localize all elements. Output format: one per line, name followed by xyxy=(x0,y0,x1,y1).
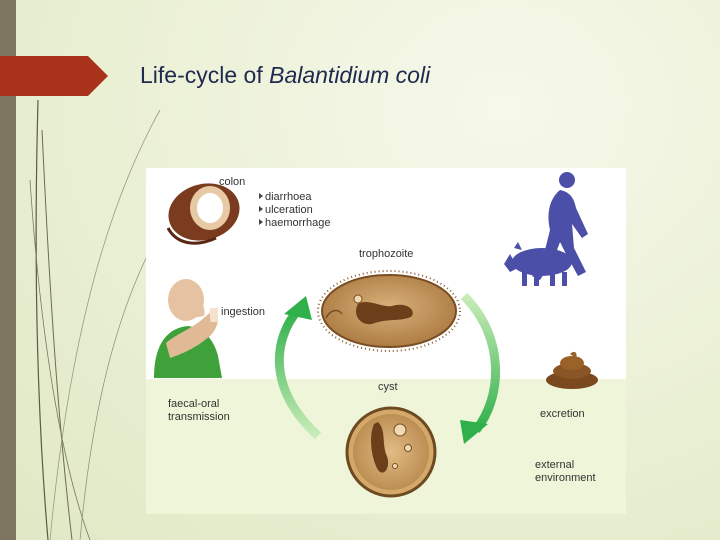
symptom-item: haemorrhage xyxy=(259,217,330,230)
human-ingestion-icon xyxy=(154,279,222,378)
trophozoite-label: trophozoite xyxy=(359,248,414,260)
external-label: external xyxy=(535,459,575,471)
excretion-cycle-arrow-icon xyxy=(460,292,501,444)
title-arrow-icon xyxy=(0,56,108,96)
symptom-text: haemorrhage xyxy=(265,217,331,229)
trophozoite-icon xyxy=(317,270,461,352)
title-organism: Balantidium coli xyxy=(269,62,431,88)
faeces-icon xyxy=(546,351,598,389)
diagram-graphics xyxy=(154,172,598,498)
symptom-text: diarrhoea xyxy=(265,191,312,203)
bullet-arrow-icon xyxy=(259,219,263,225)
life-cycle-diagram: colon diarrhoea ulceration haemorrhage t… xyxy=(146,168,626,514)
pig-host-silhouette-icon xyxy=(504,242,572,286)
colon-label: colon xyxy=(219,176,246,188)
ingestion-label: ingestion xyxy=(221,306,266,318)
symptom-item: diarrhoea xyxy=(259,191,330,204)
symptom-item: ulceration xyxy=(259,204,330,217)
cyst-icon xyxy=(345,406,437,498)
colon-icon xyxy=(166,183,240,245)
bullet-arrow-icon xyxy=(259,193,263,199)
left-accent-bar xyxy=(0,0,16,540)
symptom-list: diarrhoea ulceration haemorrhage xyxy=(259,191,330,230)
title-prefix: Life-cycle of xyxy=(140,62,263,88)
faecal-oral-label: faecal-oral xyxy=(168,398,220,410)
page-title: Life-cycle of Balantidium coli xyxy=(140,62,430,89)
bullet-arrow-icon xyxy=(259,206,263,212)
environment-label: environment xyxy=(535,472,596,484)
excretion-label: excretion xyxy=(540,408,585,420)
symptom-text: ulceration xyxy=(265,204,313,216)
cyst-label: cyst xyxy=(378,381,398,393)
ingestion-cycle-arrow-icon xyxy=(274,296,322,440)
transmission-label: transmission xyxy=(168,411,230,423)
